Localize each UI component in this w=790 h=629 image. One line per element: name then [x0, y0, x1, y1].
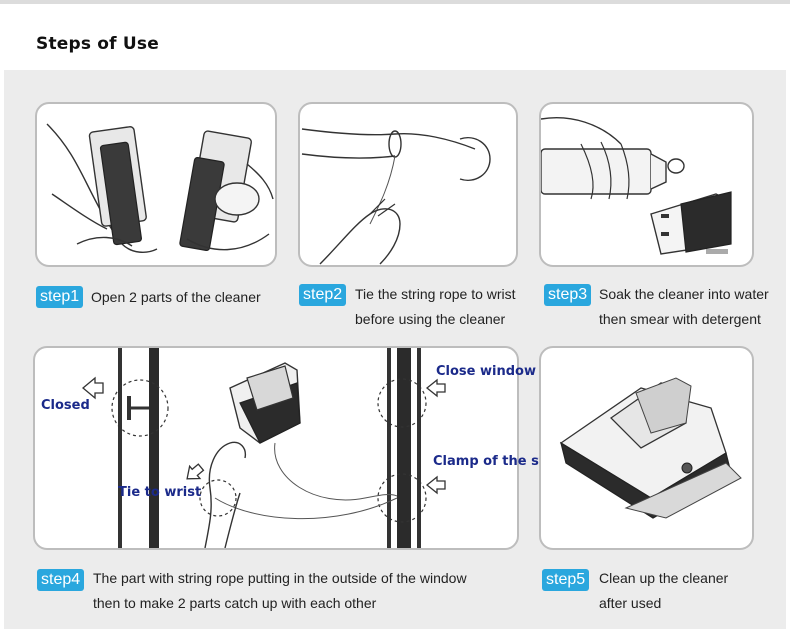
close-window-label: Close window — [436, 364, 536, 379]
step1-text: Open 2 parts of the cleaner — [91, 289, 261, 305]
step4-text-line2: then to make 2 parts catch up with each … — [93, 595, 377, 611]
step1-illustration — [35, 102, 277, 267]
tie-to-wrist-label: Tie to wrist — [118, 485, 202, 500]
step2-illustration — [298, 102, 518, 267]
step5-badge: step5 — [542, 569, 590, 591]
step5-illustration — [539, 346, 754, 550]
step3-text-line2: then smear with detergent — [599, 311, 761, 327]
step5-text-line2: after used — [599, 595, 662, 611]
step3-badge: step3 — [544, 284, 592, 306]
step5-text-line1: Clean up the cleaner — [599, 570, 729, 586]
step3-illustration — [539, 102, 754, 267]
step2-text-line2: before using the cleaner — [355, 311, 506, 327]
step2-badge: step2 — [299, 284, 347, 306]
closed-label: Closed — [41, 398, 90, 413]
top-divider — [0, 0, 790, 4]
step4-text-line1: The part with string rope putting in the… — [93, 570, 467, 586]
step2-text-line1: Tie the string rope to wrist — [355, 286, 516, 302]
step4-illustration — [33, 346, 519, 550]
step3-text-line1: Soak the cleaner into water — [599, 286, 769, 302]
step1-badge: step1 — [36, 286, 84, 308]
step4-badge: step4 — [37, 569, 85, 591]
page-title: Steps of Use — [36, 34, 159, 54]
